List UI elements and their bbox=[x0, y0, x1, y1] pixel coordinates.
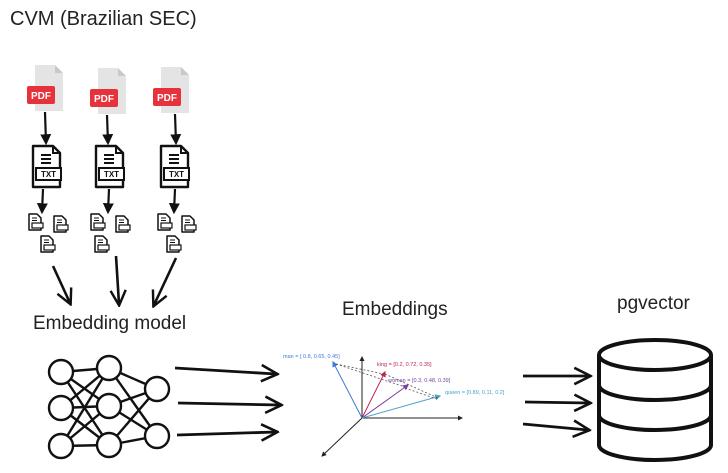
arrow-txt-to-chunks bbox=[36, 188, 48, 215]
arrow-pdf-to-txt bbox=[40, 111, 52, 146]
neural-network-icon bbox=[47, 354, 171, 460]
embeddings-label: Embeddings bbox=[342, 299, 448, 320]
embeddings-to-db-arrows bbox=[522, 376, 589, 430]
chunk-icons bbox=[90, 213, 131, 253]
vector-woman bbox=[361, 384, 409, 419]
chunk-icon bbox=[94, 235, 110, 253]
document-column-3: PDF TXT bbox=[153, 67, 197, 305]
pdf-file-icon: PDF bbox=[153, 67, 189, 113]
diagram-title: CVM (Brazilian SEC) bbox=[10, 8, 197, 30]
vector-label-queen: queen = [0.89, 0.11, 0.2] bbox=[445, 390, 505, 396]
chunk-icon bbox=[53, 215, 69, 233]
vector-label-king: king = [0.2, 0.72, 0.35] bbox=[377, 362, 432, 368]
pdf-badge-text: PDF bbox=[31, 91, 51, 102]
vector-queen bbox=[361, 394, 442, 419]
pdf-badge-text: PDF bbox=[94, 94, 114, 105]
database-icon bbox=[597, 338, 713, 462]
txt-file-icon: TXT bbox=[159, 144, 191, 189]
txt-badge-text: TXT bbox=[169, 170, 184, 179]
txt-badge-text: TXT bbox=[41, 170, 56, 179]
chunk-icon bbox=[90, 213, 106, 231]
txt-file-icon: TXT bbox=[94, 144, 126, 189]
pdf-file-icon: PDF bbox=[90, 68, 126, 114]
arrow-chunks-to-model bbox=[116, 255, 119, 304]
chunk-icons bbox=[157, 213, 197, 253]
vector-man bbox=[332, 360, 363, 419]
arrow-pdf-to-txt bbox=[170, 113, 182, 146]
arrow-chunks-to-model bbox=[154, 257, 178, 305]
arrow-txt-to-chunks bbox=[168, 188, 180, 215]
arrow-pdf-to-txt bbox=[102, 114, 114, 146]
vector-label-woman: woman = [0.3, 0.48, 0.39] bbox=[387, 378, 451, 384]
chunk-icon bbox=[40, 235, 56, 253]
model-to-embeddings-arrows bbox=[174, 368, 280, 435]
chunk-icon bbox=[181, 215, 197, 233]
arrow-txt-to-chunks bbox=[102, 188, 114, 215]
embedding-model-label: Embedding model bbox=[33, 313, 187, 334]
document-column-2: PDF TXT bbox=[90, 68, 131, 304]
txt-badge-text: TXT bbox=[104, 170, 119, 179]
vector-label-man: man = [ 0.8, 0.65, 0.45] bbox=[283, 354, 340, 360]
pgvector-label: pgvector bbox=[617, 293, 690, 314]
chunk-icon bbox=[157, 213, 173, 231]
txt-file-icon: TXT bbox=[31, 144, 63, 189]
vector-king bbox=[361, 370, 386, 419]
chunk-icon bbox=[115, 215, 131, 233]
arrow-chunks-to-model bbox=[51, 265, 70, 303]
embedding-vector-plot: man = [ 0.8, 0.65, 0.45] king = [0.2, 0.… bbox=[283, 354, 505, 457]
pdf-badge-text: PDF bbox=[157, 93, 177, 104]
chunk-icons bbox=[28, 213, 69, 253]
pdf-file-icon: PDF bbox=[27, 65, 63, 111]
chunk-icon bbox=[166, 235, 182, 253]
document-column-1: PDF TXT bbox=[27, 65, 70, 303]
chunk-icon bbox=[28, 213, 44, 231]
